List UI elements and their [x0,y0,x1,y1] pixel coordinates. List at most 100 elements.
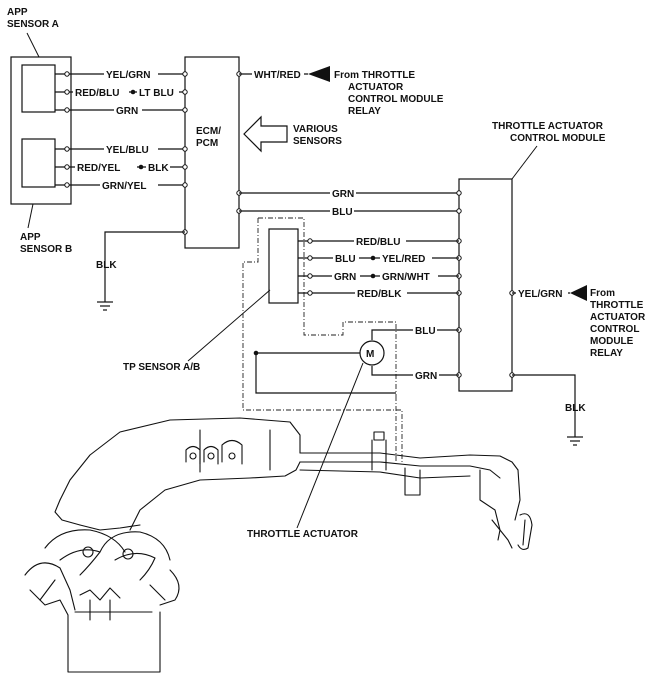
terminal [64,164,70,170]
label-bg [100,178,158,191]
shape [228,452,236,460]
app-wires [55,67,185,191]
splice-dot [253,350,259,356]
label-bg [354,234,406,247]
wire-label-motor-1: BLU [415,326,436,337]
throttle-actuator-pointer [296,362,364,529]
shape [242,218,403,462]
wire-label-app-b-ref-ecm: BLK [148,163,169,174]
shape [299,461,501,479]
wire-label-tp-2-module: YEL/RED [382,254,425,265]
shape [522,519,526,546]
shape [373,431,385,441]
shape [299,452,519,471]
shape [79,587,121,601]
tp-sensor-pointer [187,289,271,362]
ecm-pcm-label-line2: PCM [196,138,218,149]
shape [185,445,201,465]
shape [24,562,76,611]
wire-ecm-ground [104,231,185,302]
arrow-tacm-power-input-icon [570,285,587,301]
shape [129,461,301,531]
label-bg [75,160,137,173]
wire-label-app-a-ground: GRN [116,106,138,117]
shape [491,519,513,549]
from-relay-right-line3: ACTUATOR [590,312,646,323]
wire-label-app-a-signal: YEL/GRN [106,70,150,81]
shape [159,569,180,606]
throttle-actuator-label: THROTTLE ACTUATOR [247,529,359,540]
app-sensor-a-box [21,64,56,113]
label-bg [114,103,142,116]
ecm-pcm-label-line1: ECM/ [196,126,221,137]
label-bg [146,160,170,173]
wire-label-tp-4: RED/BLK [357,289,402,300]
wire-label-app-a-ref: RED/BLU [75,88,119,99]
terminal [182,182,188,188]
motor-symbol: M [366,349,374,360]
app-sensor-b-label-line2: SENSOR B [20,244,72,255]
tacm-ground-symbol-icon [567,436,583,446]
shape [514,469,521,521]
wire-label-tacm-power: YEL/GRN [518,289,562,300]
terminal [182,164,188,170]
label-bg [104,67,158,80]
wire-label-tacm-ground: BLK [565,403,586,414]
various-sensors-label-line1: VARIOUS [293,124,338,135]
various-sensors-arrow-icon [243,115,288,153]
shape [258,217,397,396]
terminal [456,208,462,214]
wire-label-ecm-power: WHT/RED [254,70,301,81]
label-bg [104,142,158,155]
terminal [307,255,313,261]
shape [67,611,161,673]
shape [517,513,533,551]
wire-label-app-b-ground: GRN/YEL [102,181,146,192]
shape [203,445,219,465]
shape [39,579,166,601]
app-sensor-a-label-line1: APP [7,7,28,18]
terminal [456,190,462,196]
terminal [182,71,188,77]
label-bg [380,251,432,264]
shape [114,552,156,581]
app-sensor-assembly [10,32,72,229]
terminal [182,107,188,113]
terminal [64,71,70,77]
shape [29,589,69,616]
shape [221,439,243,465]
label-bg [516,286,568,299]
intake-manifold-drawing [24,417,533,673]
label-bg [73,85,129,98]
wire-tp-return [255,353,396,394]
terminal [64,89,70,95]
terminal [64,182,70,188]
label-bg [413,323,437,336]
from-relay-right-line2: THROTTLE [590,300,644,311]
tp-sensor-label: TP SENSOR A/B [123,362,200,373]
shape [59,549,101,576]
splice-dot [130,89,136,95]
shape [199,429,271,473]
shape [207,452,215,460]
tp-wires [298,234,459,299]
wire-label-app-a-ref-ecm: LT BLU [139,88,174,99]
tacm-label-line1: THROTTLE ACTUATOR [492,121,604,132]
shape [99,531,171,561]
various-sensors-label-line2: SENSORS [293,136,342,147]
wire-label-tp-1: RED/BLU [356,237,400,248]
shape [59,417,301,501]
label-bg [330,186,356,199]
shape [479,469,501,541]
tp-sensor-dashed-housing [242,217,403,462]
from-relay-right-line1: From [590,288,615,299]
terminal [307,238,313,244]
label-bg [413,368,439,381]
label-bg [330,204,354,217]
shape [79,524,141,531]
shape [82,546,94,558]
terminal [182,146,188,152]
ecm-pcm-box [184,56,240,249]
app-sensor-b-label-line1: APP [20,232,41,243]
